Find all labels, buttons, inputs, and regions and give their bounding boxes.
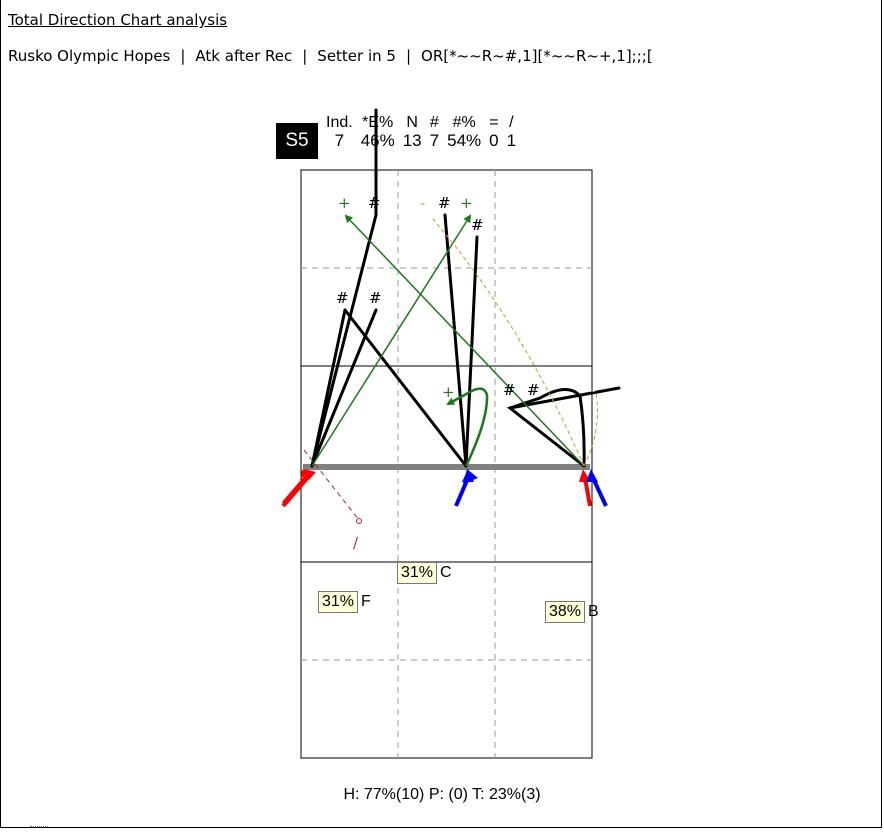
page-corner-mark [30,826,48,833]
stats-header-error: = [489,114,499,131]
stats-value-perfect-pct: 54% [447,131,482,150]
zone-c-value: 31% [397,562,438,584]
error-end-point [356,518,362,524]
filter-line: Rusko Olympic Hopes | Atk after Rec | Setter… [8,47,653,65]
stats-header-perfect-pct: #% [452,114,476,131]
stats-header-row: Ind. *E% N # #% = / [322,114,520,131]
stats-value-error: 0 [489,131,499,150]
stats-header-efficiency: *E% [362,114,394,131]
filter-team: Rusko Olympic Hopes [8,47,171,65]
attack-line [464,235,479,468]
footer-pipe: P: (0) [428,786,468,803]
zone-f-label: F [361,593,371,610]
filter-code: OR[*~~R~#,1][*~~R~+,1];;;[ [421,47,653,65]
stats-table: Ind. *E% N # #% = / 7 46% 13 7 54% 0 1 [322,114,520,150]
stats-value-count: 13 [402,131,422,150]
footer-summary: H: 77%(10) P: (0) T: 23%(3) [0,786,884,804]
attack-line [508,386,621,410]
zone-c-label: C [440,564,452,581]
perfect-attacks [310,108,621,468]
result-marks: + # - # + # # # + # # / [336,194,540,552]
filter-separator: | [180,47,186,65]
report-title[interactable]: Total Direction Chart analysis [8,11,228,29]
filter-separator: | [405,47,412,65]
attack-line [310,213,378,468]
report-frame-left-border [0,0,1,828]
arrow-red-right [583,477,592,507]
filter-skill: Atk after Rec [195,47,293,65]
filter-setter: Setter in 5 [317,47,396,65]
zone-grid [301,170,592,758]
zone-f-value: 31% [318,591,359,613]
arrow-red-left [303,469,316,480]
stats-value-efficiency: 46% [360,131,395,150]
mark-perfect: # [471,216,484,234]
arrow-red-left [281,474,310,508]
attack-arrow [311,214,472,467]
origin-arrows [281,469,608,508]
mark-error: / [353,534,359,552]
attack-arrow [344,214,585,467]
attack-line [443,213,468,468]
arrow-blue-middle [463,469,478,484]
mark-perfect: # [438,194,451,212]
zone-b-label: B [588,603,599,620]
stats-header-blocked: / [509,114,514,131]
rotation-badge: S5 [276,123,318,159]
attack-line [343,308,468,468]
stats-value-row: 7 46% 13 7 54% 0 1 [322,131,520,150]
attack-line [310,308,347,468]
zone-c-percentage: 31%C [397,562,452,584]
mark-negative: - [420,194,425,212]
mark-positive: + [442,383,455,401]
error-dashed-line [303,449,360,521]
footer-high-ball: H: 77%(10) [343,786,425,803]
zone-b-value: 38% [545,601,586,623]
attack-line [310,308,378,468]
negative-attacks [431,217,598,467]
error-attack [303,449,362,524]
mark-perfect: # [503,381,516,399]
stats-header-ind: Ind. [326,114,353,131]
court-outline [300,169,593,759]
mark-perfect: # [336,289,349,307]
mark-perfect: # [369,289,382,307]
mark-perfect: # [368,194,381,212]
positive-attacks [311,214,585,467]
stats-header-perfect: # [429,114,439,131]
zone-b-percentage: 38%B [545,601,599,623]
footer-tip: T: 23%(3) [472,786,541,803]
arrow-blue-right [591,477,608,507]
mark-perfect: # [527,381,540,399]
zone-f-percentage: 31%F [318,591,371,613]
mark-positive: + [460,194,473,212]
mark-positive: + [338,194,351,212]
stats-value-ind: 7 [334,131,345,150]
attack-arrow [583,389,598,467]
attack-arrow [446,387,489,467]
stats-value-perfect: 7 [429,131,440,150]
stats-header-count: N [406,114,418,131]
stats-value-blocked: 1 [506,131,517,150]
filter-separator: | [302,47,308,65]
